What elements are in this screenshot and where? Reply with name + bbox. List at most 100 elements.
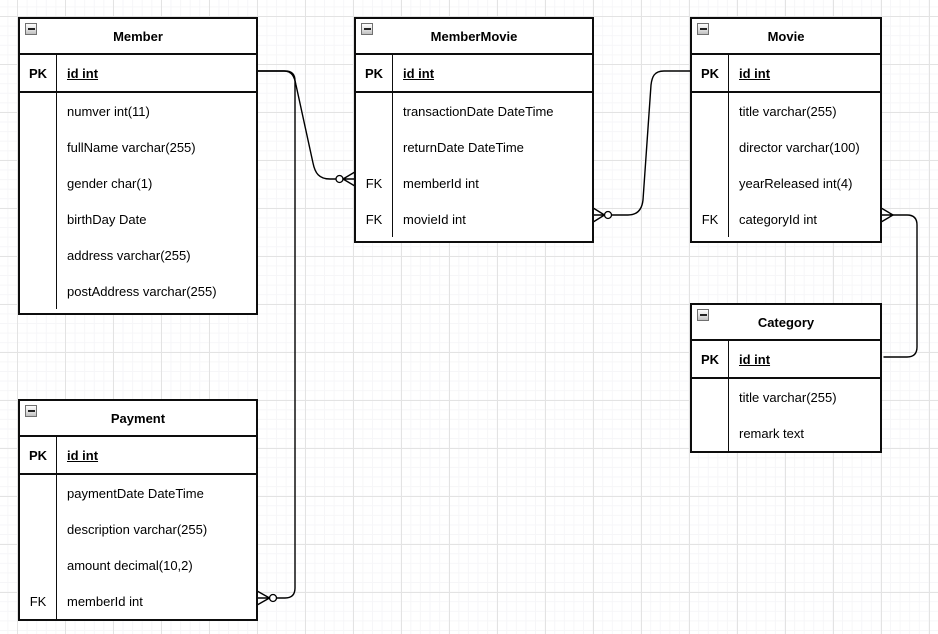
zero-circle-marker	[268, 593, 278, 603]
table-row[interactable]: FK memberId int	[356, 165, 592, 201]
key-label	[20, 475, 57, 511]
crow-foot-marker	[257, 590, 271, 606]
table-row[interactable]: paymentDate DateTime	[20, 475, 256, 511]
collapse-icon[interactable]	[697, 23, 709, 35]
column-name: address varchar(255)	[67, 247, 191, 263]
table-header: Payment	[20, 401, 256, 437]
table-row[interactable]: gender char(1)	[20, 165, 256, 201]
column-name: movieId int	[403, 211, 466, 227]
entity-table-category[interactable]: Category PK id int title varchar(255) re…	[690, 303, 882, 453]
key-label	[692, 379, 729, 415]
table-row[interactable]: FK memberId int	[20, 583, 256, 619]
column-name: fullName varchar(255)	[67, 139, 196, 155]
column-name: gender char(1)	[67, 175, 153, 191]
table-row[interactable]: director varchar(100)	[692, 129, 880, 165]
entity-table-membermovie[interactable]: MemberMovie PK id int transactionDate Da…	[354, 17, 594, 243]
column-name: returnDate DateTime	[403, 139, 524, 155]
key-label	[356, 93, 393, 129]
zero-circle-marker	[603, 210, 613, 220]
column-name: amount decimal(10,2)	[67, 557, 193, 573]
column-name: description varchar(255)	[67, 521, 208, 537]
column-name: id int	[403, 65, 435, 81]
column-name: memberId int	[403, 175, 479, 191]
column-name: transactionDate DateTime	[403, 103, 554, 119]
key-label: FK	[692, 201, 729, 237]
collapse-icon[interactable]	[25, 23, 37, 35]
table-header: Category	[692, 305, 880, 341]
table-row[interactable]: PK id int	[20, 437, 256, 475]
zero-circle-marker	[335, 174, 344, 184]
crow-foot-marker	[593, 207, 606, 223]
entity-table-movie[interactable]: Movie PK id int title varchar(255) direc…	[690, 17, 882, 243]
key-label: PK	[692, 341, 729, 377]
table-header: Movie	[692, 19, 880, 55]
table-row[interactable]: PK id int	[692, 341, 880, 379]
column-name: categoryId int	[739, 211, 818, 227]
table-row[interactable]: numver int(11)	[20, 93, 256, 129]
key-label	[692, 129, 729, 165]
collapse-icon[interactable]	[361, 23, 373, 35]
table-row[interactable]: amount decimal(10,2)	[20, 547, 256, 583]
key-label	[20, 165, 57, 201]
column-name: memberId int	[67, 593, 143, 609]
column-name: title varchar(255)	[739, 389, 837, 405]
key-label: FK	[356, 165, 393, 201]
edge-category-movie[interactable]	[881, 207, 918, 358]
edge-member-payment[interactable]	[257, 70, 296, 606]
table-row[interactable]: address varchar(255)	[20, 237, 256, 273]
table-row[interactable]: title varchar(255)	[692, 379, 880, 415]
column-name: id int	[739, 65, 771, 81]
table-row[interactable]: description varchar(255)	[20, 511, 256, 547]
column-name: remark text	[739, 425, 805, 441]
key-label	[692, 93, 729, 129]
key-label	[20, 129, 57, 165]
table-row[interactable]: PK id int	[20, 55, 256, 93]
key-label: PK	[356, 55, 393, 91]
key-label	[356, 129, 393, 165]
key-label: PK	[20, 437, 57, 473]
edge-member-membermovie[interactable]	[257, 70, 355, 187]
table-header: Member	[20, 19, 256, 55]
collapse-icon[interactable]	[25, 405, 37, 417]
key-label	[20, 93, 57, 129]
key-label: FK	[356, 201, 393, 237]
crow-foot-marker	[881, 207, 894, 223]
column-name: numver int(11)	[67, 103, 150, 119]
table-row[interactable]: transactionDate DateTime	[356, 93, 592, 129]
key-label	[20, 201, 57, 237]
key-label	[20, 273, 57, 309]
table-header: MemberMovie	[356, 19, 592, 55]
table-row[interactable]: title varchar(255)	[692, 93, 880, 129]
column-name: id int	[67, 447, 99, 463]
edge-movie-membermovie[interactable]	[593, 70, 691, 223]
table-title: Payment	[110, 410, 166, 426]
table-row[interactable]: yearReleased int(4)	[692, 165, 880, 201]
table-row[interactable]: fullName varchar(255)	[20, 129, 256, 165]
table-row[interactable]: FK categoryId int	[692, 201, 880, 237]
entity-table-member[interactable]: Member PK id int numver int(11) fullName…	[18, 17, 258, 315]
table-row[interactable]: returnDate DateTime	[356, 129, 592, 165]
table-row[interactable]: remark text	[692, 415, 880, 451]
key-label	[692, 415, 729, 451]
table-row[interactable]: FK movieId int	[356, 201, 592, 237]
key-label: PK	[692, 55, 729, 91]
column-name: title varchar(255)	[739, 103, 837, 119]
entity-table-payment[interactable]: Payment PK id int paymentDate DateTime d…	[18, 399, 258, 621]
key-label: FK	[20, 583, 57, 619]
table-title: Category	[757, 314, 815, 330]
column-name: director varchar(100)	[739, 139, 860, 155]
table-row[interactable]: PK id int	[692, 55, 880, 93]
table-title: MemberMovie	[430, 28, 518, 44]
table-row[interactable]: PK id int	[356, 55, 592, 93]
column-name: postAddress varchar(255)	[67, 283, 217, 299]
column-name: yearReleased int(4)	[739, 175, 853, 191]
column-name: birthDay Date	[67, 211, 147, 227]
table-title: Member	[113, 28, 163, 44]
column-name: id int	[67, 65, 99, 81]
table-row[interactable]: postAddress varchar(255)	[20, 273, 256, 309]
collapse-icon[interactable]	[697, 309, 709, 321]
crow-foot-marker	[342, 171, 355, 187]
table-row[interactable]: birthDay Date	[20, 201, 256, 237]
